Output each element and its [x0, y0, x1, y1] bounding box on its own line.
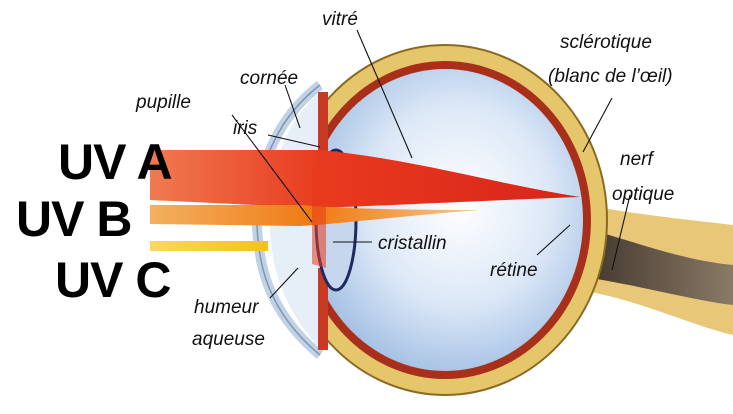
label-aqueuse: aqueuse — [192, 329, 265, 350]
label-iris: iris — [233, 118, 258, 139]
label-sclerotique-1: sclérotique — [560, 32, 652, 53]
uv-c-ray — [150, 241, 268, 251]
uv-c-label: UV C — [55, 252, 170, 308]
uv-a-label: UV A — [58, 134, 172, 190]
label-cornee: cornée — [240, 68, 298, 89]
label-optique: optique — [612, 184, 674, 205]
label-retine: rétine — [490, 260, 538, 281]
label-humeur: humeur — [194, 297, 259, 318]
sclerotique-leader — [583, 98, 612, 152]
label-sclerotique-2: (blanc de l’œil) — [548, 66, 673, 87]
uv-b-label: UV B — [16, 191, 131, 247]
label-cristallin: cristallin — [378, 233, 447, 254]
label-nerf: nerf — [620, 149, 654, 170]
label-pupille: pupille — [135, 92, 191, 113]
label-vitre: vitré — [322, 9, 358, 30]
